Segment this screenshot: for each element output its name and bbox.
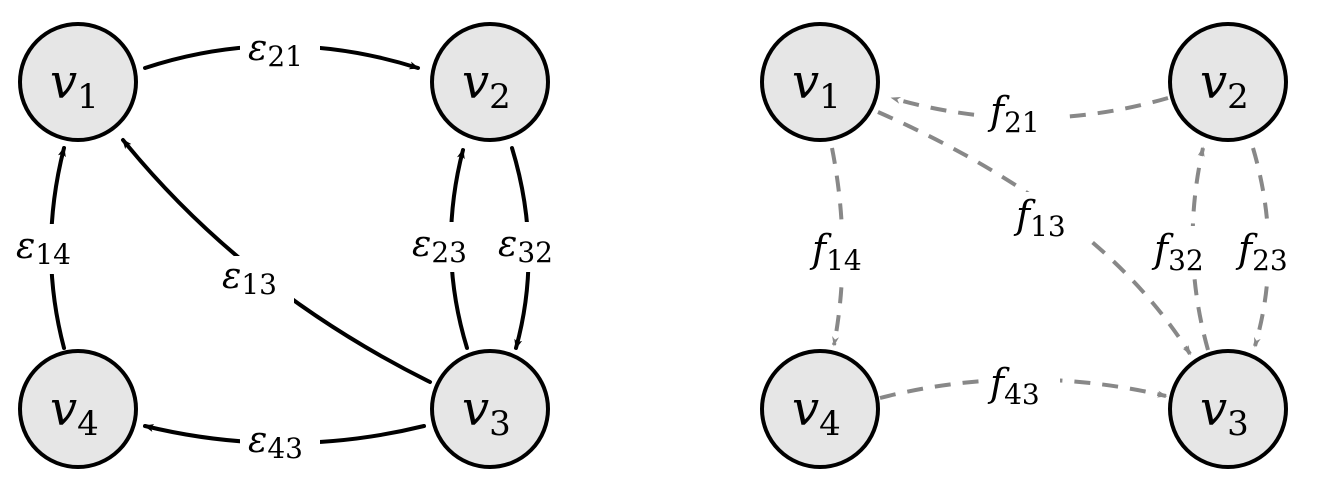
node-v4: v4 <box>18 349 138 469</box>
edge-f21 <box>890 96 1169 120</box>
right-graph: f21 f14 f13 f32 f23 f43 <box>760 22 1306 469</box>
svg-text:v2: v2 <box>1200 54 1249 117</box>
edge-label-e13: ε13 <box>222 256 277 301</box>
node-v1-right: v1 <box>760 22 880 142</box>
svg-text:v4: v4 <box>50 381 99 444</box>
right-nodes: v1 v2 v3 v4 <box>760 22 1288 469</box>
edge-label-e32: ε32 <box>498 224 553 269</box>
right-edge-labels: f21 f14 f13 f32 f23 f43 <box>808 88 1306 412</box>
left-graph: ε21 ε14 ε13 ε23 ε32 ε43 <box>12 22 566 469</box>
svg-text:v1: v1 <box>50 54 99 117</box>
edge-f23 <box>1251 147 1271 348</box>
edge-label-f43: f43 <box>987 361 1040 411</box>
node-v1: v1 <box>18 22 138 142</box>
edge-label-e23: ε23 <box>412 224 467 269</box>
edge-f14 <box>830 147 845 347</box>
edge-label-e43: ε43 <box>248 420 303 465</box>
svg-text:v3: v3 <box>1200 381 1249 444</box>
node-v2-right: v2 <box>1168 22 1288 142</box>
svg-text:v1: v1 <box>792 54 841 117</box>
left-nodes: v1 v2 v3 v4 <box>18 22 550 469</box>
edge-f32 <box>1190 146 1210 351</box>
node-v4-right: v4 <box>760 349 880 469</box>
left-edge-labels: ε21 ε14 ε13 ε23 ε32 ε43 <box>12 22 566 465</box>
edge-f13 <box>877 110 1192 356</box>
node-v3: v3 <box>430 349 550 469</box>
svg-text:v3: v3 <box>462 381 511 444</box>
node-v3-right: v3 <box>1168 349 1288 469</box>
svg-text:v2: v2 <box>462 54 511 117</box>
edge-label-e14: ε14 <box>16 226 71 271</box>
node-v2: v2 <box>430 22 550 142</box>
svg-text:v4: v4 <box>792 381 841 444</box>
edge-label-e21: ε21 <box>248 28 303 73</box>
